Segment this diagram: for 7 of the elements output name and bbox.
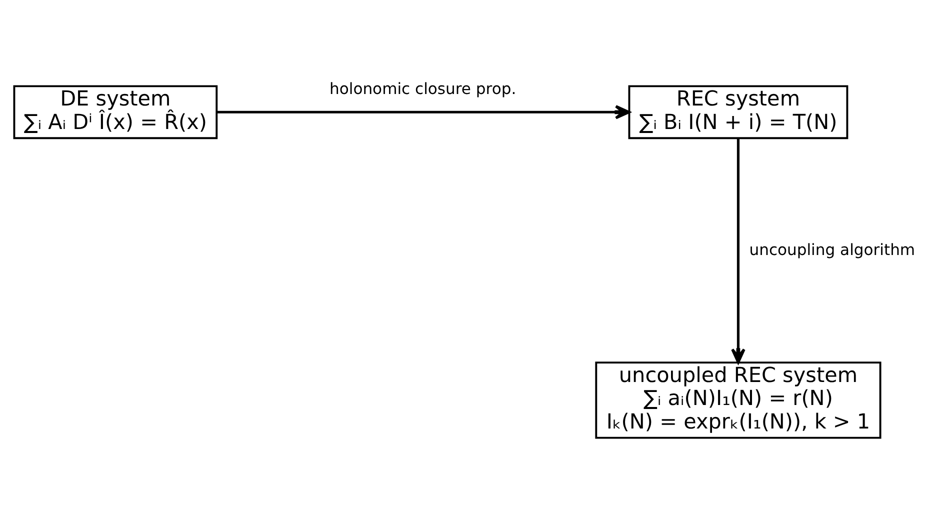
arrow (216, 105, 630, 120)
edge-label: holonomic closure prop. (330, 80, 516, 98)
node-box: DE system ∑ᵢ Aᵢ Dⁱ Î(x) = R̂(x) (13, 85, 218, 140)
node-box: REC system ∑ᵢ Bᵢ I(N + i) = T(N) (628, 85, 848, 140)
edge-label: uncoupling algorithm (749, 240, 916, 259)
node-box: uncoupled REC system ∑ᵢ aᵢ(N)I₁(N) = r(N) Iₖ(N) = exprₖ(I₁(N)), k > 1 (595, 362, 882, 439)
arrow (731, 138, 746, 364)
